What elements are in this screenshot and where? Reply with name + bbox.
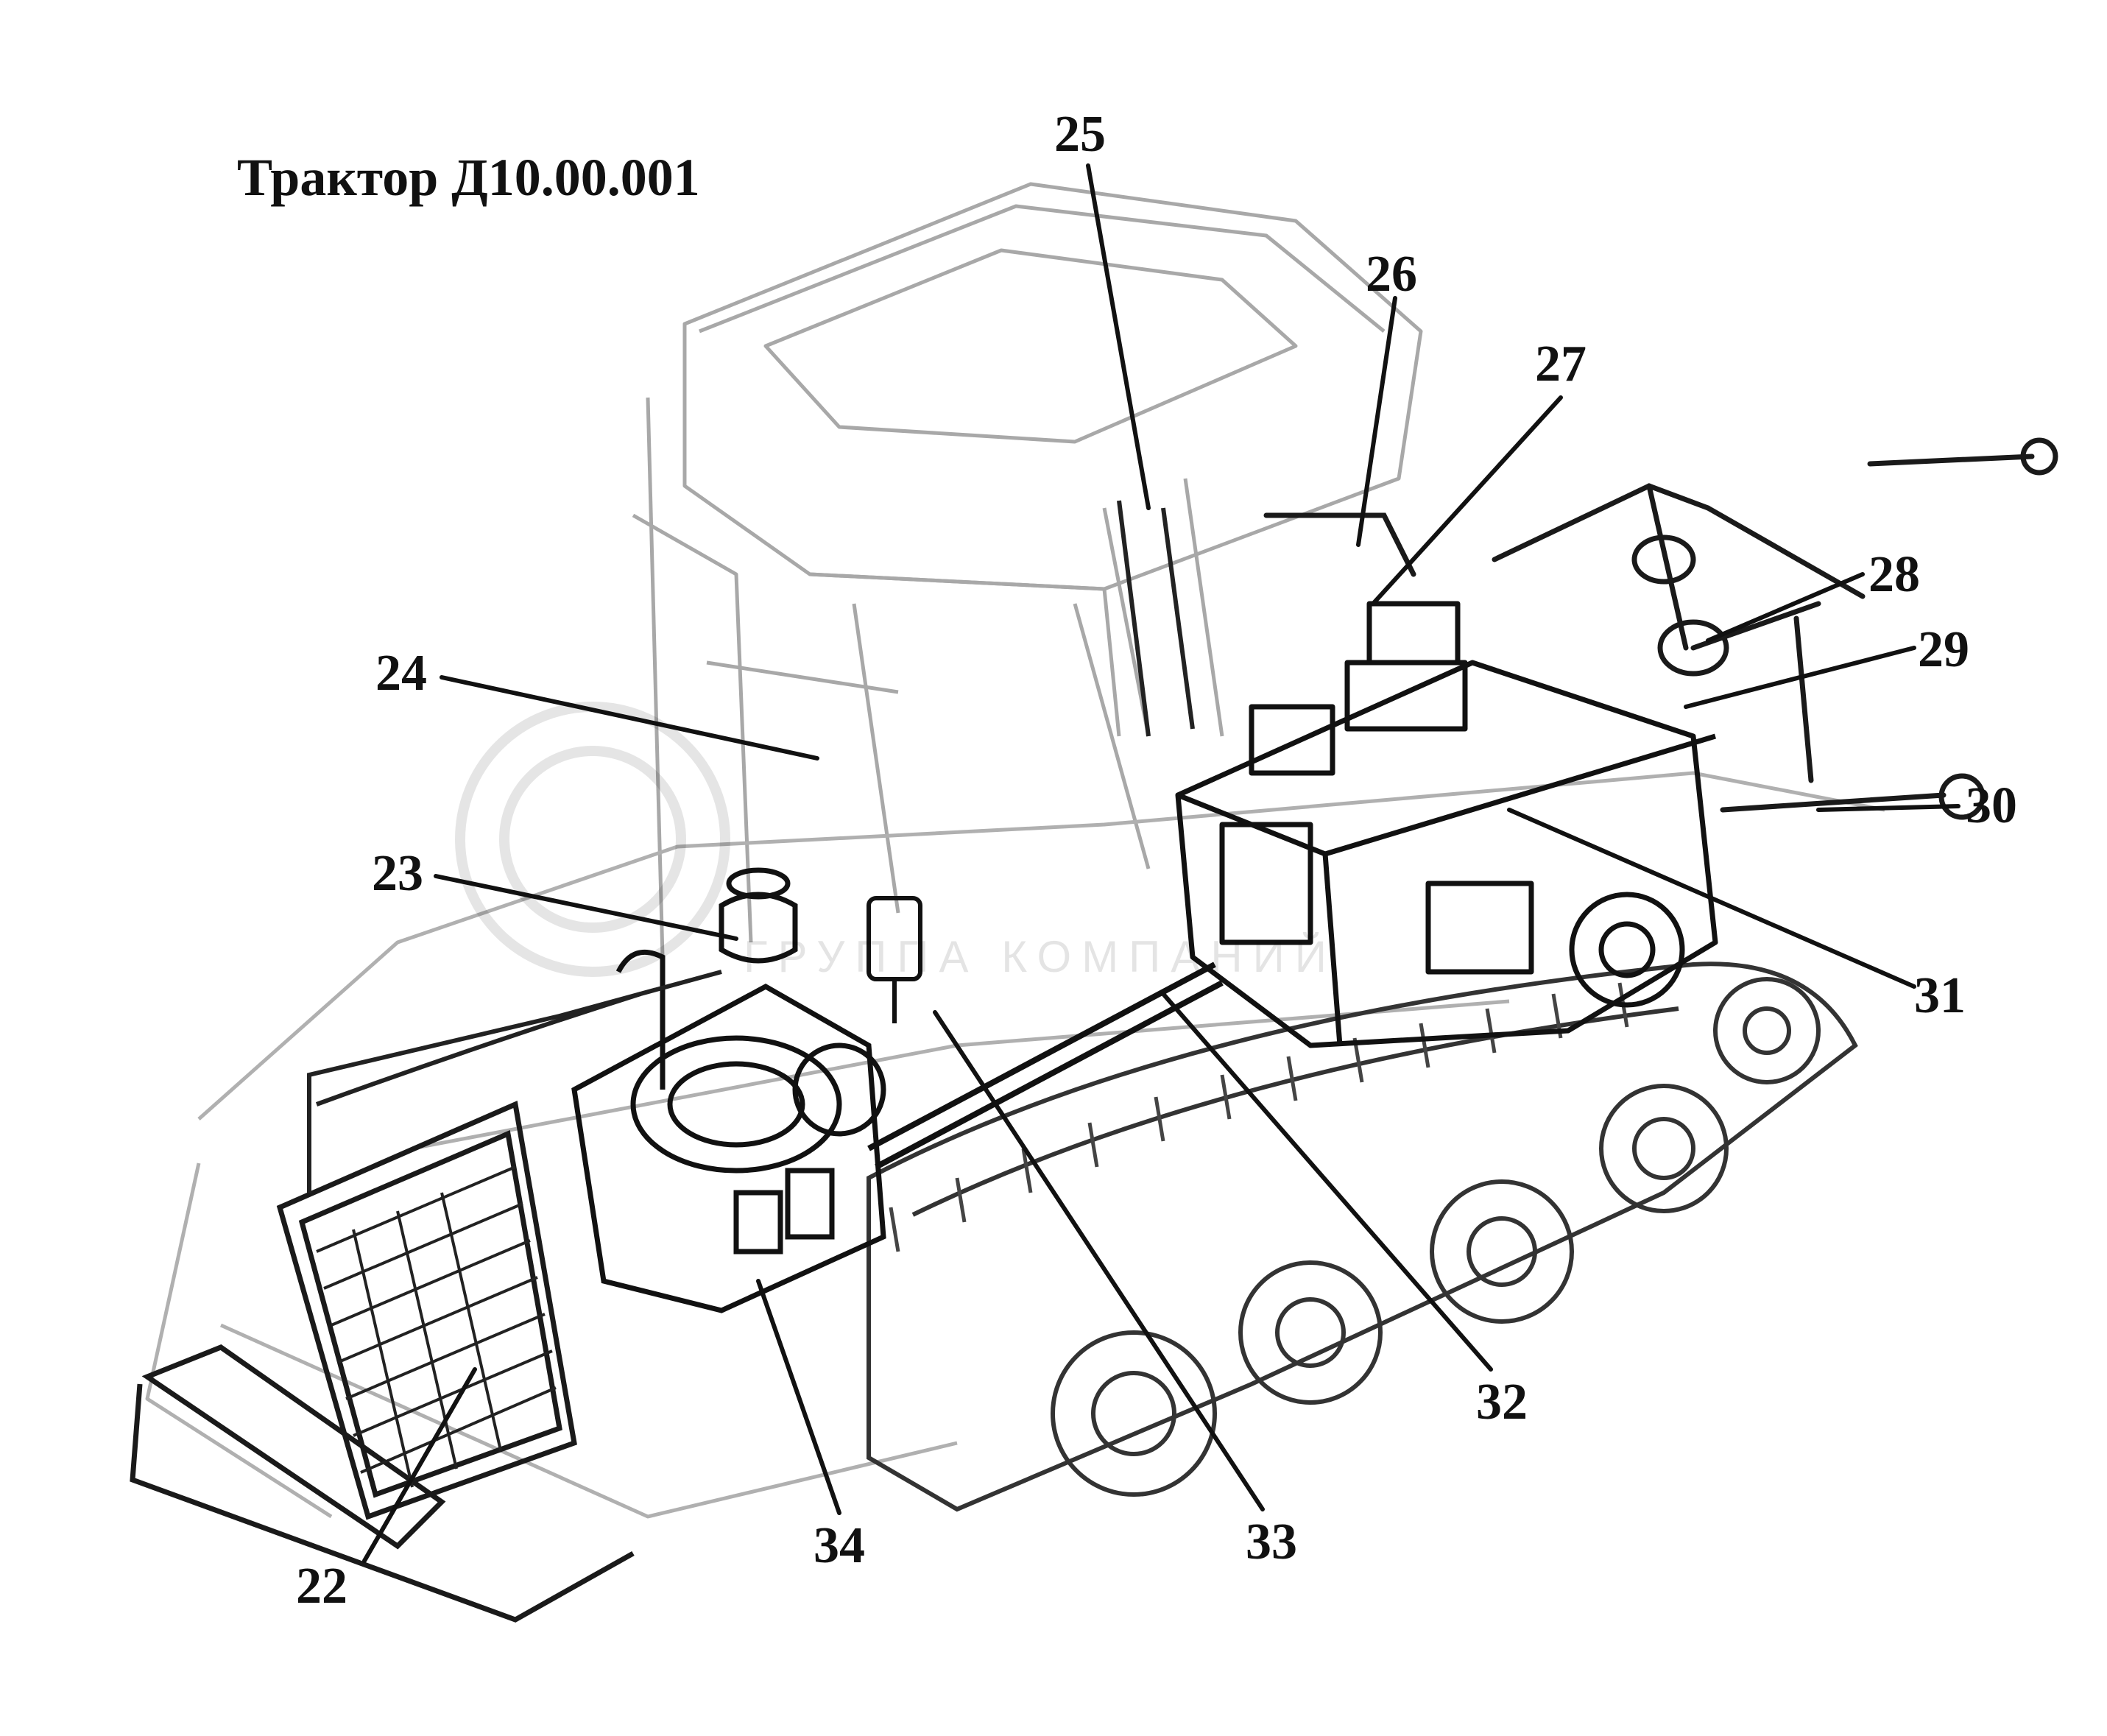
leader-26 bbox=[1356, 296, 1397, 547]
leader-33 bbox=[933, 1010, 1265, 1511]
leader-25 bbox=[1086, 163, 1151, 510]
expansion-tank bbox=[867, 896, 922, 1023]
leader-22 bbox=[362, 1367, 477, 1563]
callout-32: 32 bbox=[1476, 1374, 1528, 1430]
leader-31 bbox=[1507, 808, 1916, 989]
leader-28 bbox=[1706, 572, 1865, 643]
callout-34: 34 bbox=[813, 1517, 865, 1574]
callout-23: 23 bbox=[372, 845, 423, 902]
leader-29 bbox=[1684, 646, 1916, 709]
watermark-subtitle: ГРУППА КОМПАНИЙ bbox=[744, 932, 1337, 981]
radiator bbox=[130, 1101, 635, 1623]
callout-33: 33 bbox=[1246, 1514, 1297, 1570]
callout-22: 22 bbox=[296, 1558, 347, 1615]
radiator-grille bbox=[316, 1165, 557, 1488]
leader-32 bbox=[1161, 992, 1493, 1372]
callout-24: 24 bbox=[375, 645, 427, 702]
callout-31: 31 bbox=[1914, 967, 1966, 1024]
drive-shaft bbox=[867, 961, 1224, 1170]
callout-25: 25 bbox=[1054, 106, 1106, 163]
engine bbox=[571, 867, 886, 1313]
leader-24 bbox=[440, 675, 819, 761]
hydraulic-lines bbox=[307, 500, 1195, 1193]
cab-outline bbox=[632, 182, 1423, 958]
callout-27: 27 bbox=[1535, 336, 1587, 392]
leader-27 bbox=[1371, 395, 1563, 606]
leader-30 bbox=[1816, 804, 1960, 812]
callout-26: 26 bbox=[1366, 246, 1417, 303]
track-assembly bbox=[867, 961, 1858, 1512]
callout-29: 29 bbox=[1918, 621, 1969, 678]
diagram-title: Трактор Д10.00.001 bbox=[237, 148, 700, 207]
transmission bbox=[1175, 601, 1718, 1048]
leader-34 bbox=[756, 1279, 841, 1515]
callout-30: 30 bbox=[1966, 777, 2017, 834]
rear-linkage bbox=[1263, 437, 2058, 820]
leader-23 bbox=[434, 874, 738, 941]
callout-28: 28 bbox=[1868, 546, 1920, 603]
